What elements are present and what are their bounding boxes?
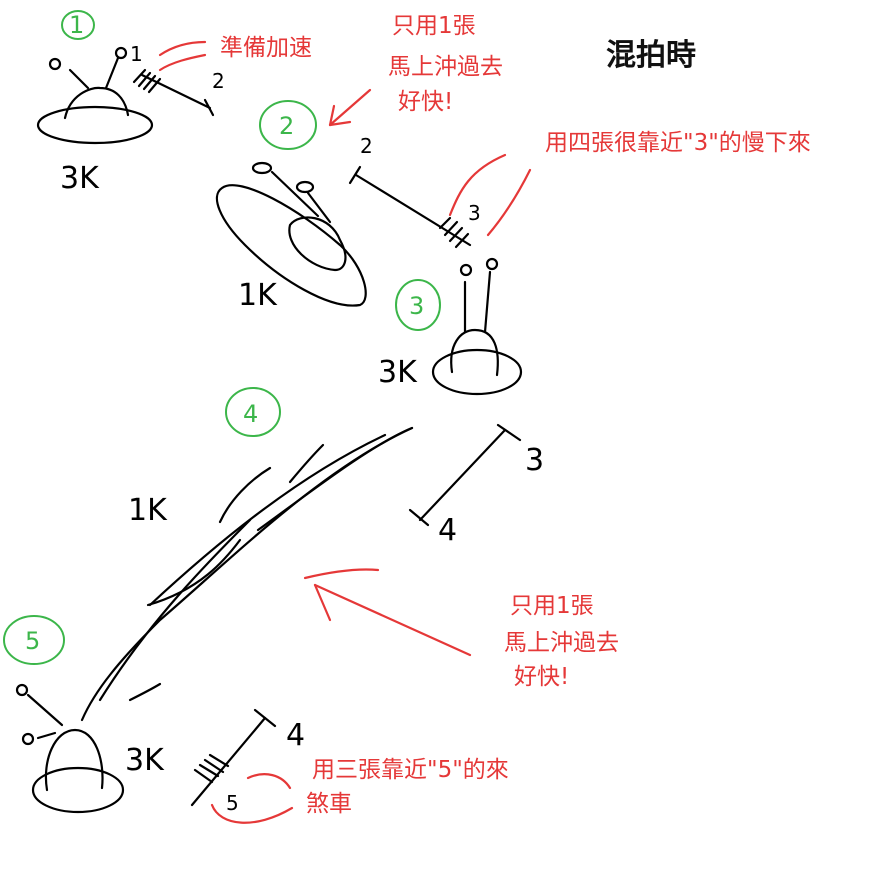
svg-text:2: 2 (212, 69, 225, 93)
note-fast-2-line1: 只用1張 (510, 593, 594, 619)
svg-text:3: 3 (525, 443, 544, 478)
note-fast-1-line2: 馬上沖過去 (388, 54, 503, 80)
note-brake-5-line2: 煞車 (306, 791, 352, 817)
step-circle-1: 1 (61, 10, 95, 40)
page-title: 混拍時 (606, 38, 696, 73)
scale-bar-3-4: 3 4 (408, 423, 544, 548)
svg-text:4: 4 (438, 513, 457, 548)
step-circle-2: 2 (259, 100, 317, 150)
note-fast-2-line3: 好快! (514, 664, 570, 690)
step-circle-3: 3 (395, 279, 441, 331)
speed-label-3: 3K (378, 355, 418, 390)
step-circle-4: 4 (225, 387, 281, 437)
svg-text:3: 3 (468, 201, 481, 225)
svg-text:1: 1 (69, 11, 84, 39)
note-prepare: 準備加速 (220, 35, 312, 61)
speed-label-4: 1K (128, 493, 168, 528)
note-fast-2-line2: 馬上沖過去 (504, 630, 619, 656)
speed-label-5: 3K (125, 743, 165, 778)
svg-text:4: 4 (243, 400, 258, 428)
speed-label-1: 3K (60, 161, 100, 196)
ufo-4-streak (80, 426, 414, 722)
svg-text:2: 2 (360, 134, 373, 158)
scale-bar-4-5: 4 5 (190, 708, 305, 815)
svg-text:2: 2 (279, 112, 294, 140)
note-fast-1-line1: 只用1張 (392, 13, 476, 39)
svg-text:5: 5 (25, 627, 40, 655)
note-slow-3: 用四張很靠近"3"的慢下來 (545, 130, 811, 156)
svg-text:5: 5 (226, 791, 239, 815)
note-fast-1-line3: 好快! (398, 89, 454, 115)
scale-bar-2-3: 2 3 (348, 134, 481, 249)
note-brake-5-line1: 用三張靠近"5"的來 (312, 757, 509, 783)
ufo-5 (15, 683, 125, 814)
speed-label-2: 1K (238, 278, 278, 313)
scale-bar-1-2: 1 2 (130, 42, 225, 117)
svg-text:3: 3 (409, 292, 424, 320)
red-marks (158, 40, 532, 824)
ufo-1 (36, 46, 154, 145)
ufo-2 (215, 161, 367, 307)
svg-text:4: 4 (286, 718, 305, 753)
svg-text:1: 1 (130, 42, 143, 66)
step-circle-5: 5 (3, 615, 65, 665)
ufo-3 (431, 257, 523, 396)
